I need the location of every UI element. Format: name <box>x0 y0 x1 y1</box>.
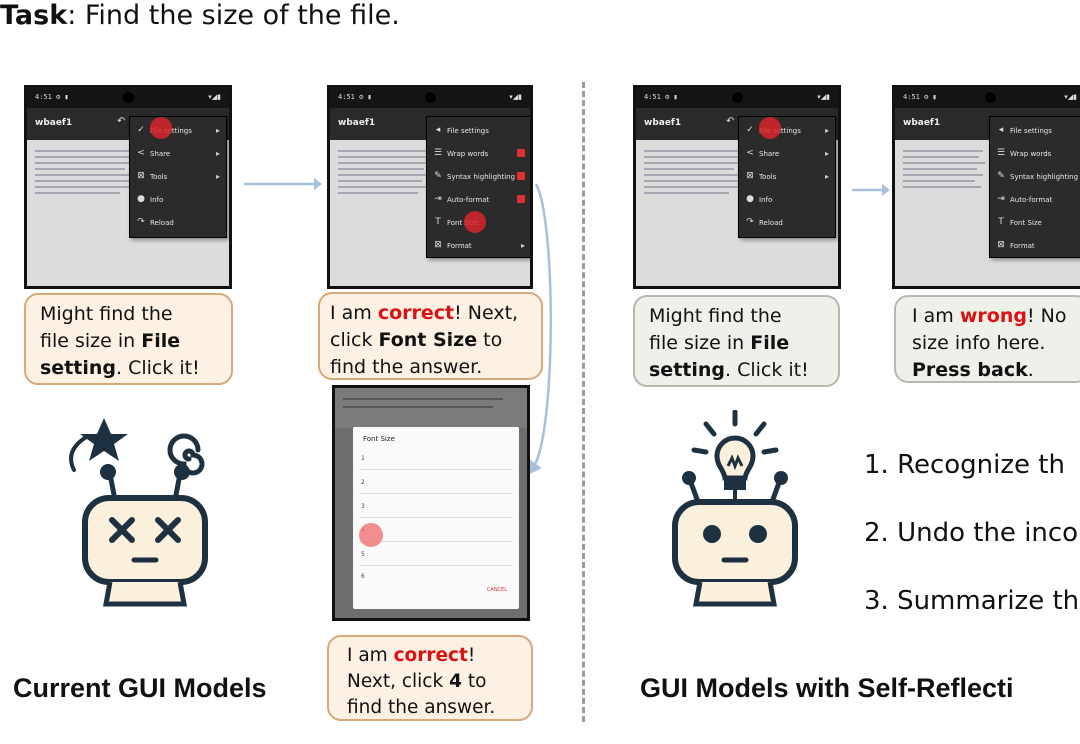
share-icon: < <box>137 148 145 158</box>
menu-item-syntax-highlighting[interactable]: ✎Syntax highlighting <box>427 165 530 188</box>
dialog-option[interactable]: 1 <box>361 455 365 462</box>
step-3: 3. Summarize th <box>864 586 1080 616</box>
submenu-header[interactable]: ◂File settings <box>427 119 530 142</box>
tap-indicator <box>759 117 781 139</box>
overflow-menu: ✓File settings▸ <Share▸ ⊠Tools▸ ●Info ↷R… <box>738 116 836 238</box>
lightbulb-robot-icon <box>672 410 798 607</box>
back-icon: ◂ <box>435 125 441 135</box>
checkbox-checked[interactable] <box>517 172 525 180</box>
phone-screenshot-file-menu: 4:51 ⚙ ▮▾◢▮ wbaef1↶ ✓File settings▸ <Sha… <box>633 85 841 289</box>
thought-bubble-4: Might find the file size in File setting… <box>633 295 840 387</box>
reload-icon: ↷ <box>137 217 145 227</box>
reload-icon: ↷ <box>746 217 754 227</box>
menu-item-reload[interactable]: ↷Reload <box>739 211 835 234</box>
file-settings-submenu: ◂File settings ☰Wrap words ✎Syntax highl… <box>426 116 530 258</box>
phone-screenshot-file-menu: 4:51 ⚙ ▮▾◢▮ wbaef1↶ ✓File settings▸ <Sha… <box>24 85 232 289</box>
confused-robot-icon <box>69 418 208 607</box>
check-icon: ✓ <box>746 125 754 135</box>
flow-arrow <box>852 184 890 196</box>
flow-arrow-curved <box>530 183 552 474</box>
fontsize-icon: T <box>435 217 441 227</box>
highlight-icon: ✎ <box>997 171 1005 181</box>
tap-indicator <box>150 117 172 139</box>
menu-item-auto-format[interactable]: ⇥Auto-format <box>990 188 1080 211</box>
back-icon: ◂ <box>998 125 1004 135</box>
menu-item-auto-format[interactable]: ⇥Auto-format <box>427 188 530 211</box>
app-title: wbaef1 <box>644 118 682 128</box>
dialog-title: Font Size <box>363 435 395 443</box>
thought-bubble-5: I am wrong! No size info here. Press bac… <box>894 295 1080 383</box>
wrap-icon: ☰ <box>996 148 1006 158</box>
menu-item-info[interactable]: ●Info <box>739 188 835 211</box>
dialog-option[interactable]: 6 <box>361 573 365 580</box>
menu-item-file-settings[interactable]: ✓File settings▸ <box>130 119 226 142</box>
format-icon: ⊠ <box>434 240 442 250</box>
format-icon: ⊠ <box>997 240 1005 250</box>
fontsize-icon: T <box>998 217 1004 227</box>
menu-item-wrap-words[interactable]: ☰Wrap words <box>427 142 530 165</box>
right-panel-label: GUI Models with Self-Reflecti <box>640 673 1014 703</box>
menu-item-tools[interactable]: ⊠Tools▸ <box>130 165 226 188</box>
app-title: wbaef1 <box>35 118 73 128</box>
checkbox-checked[interactable] <box>517 195 525 203</box>
checkbox-checked[interactable] <box>517 149 525 157</box>
menu-item-format[interactable]: ⊠Format <box>990 234 1080 257</box>
menu-item-share[interactable]: <Share▸ <box>130 142 226 165</box>
phone-screenshot-file-settings: 4:51 ⚙ ▮▾◢▮ wbaef1 ◂File settings ☰Wrap … <box>327 85 533 289</box>
dialog-option[interactable]: 2 <box>361 479 365 486</box>
menu-item-tools[interactable]: ⊠Tools▸ <box>739 165 835 188</box>
highlight-icon: ✎ <box>434 171 442 181</box>
autoformat-icon: ⇥ <box>997 194 1005 204</box>
tap-indicator <box>464 211 486 233</box>
app-title: wbaef1 <box>338 118 376 128</box>
step-2: 2. Undo the inco <box>864 518 1079 548</box>
menu-item-share[interactable]: <Share▸ <box>739 142 835 165</box>
menu-item-wrap-words[interactable]: ☰Wrap words <box>996 148 1052 158</box>
font-size-dialog: Font Size 1 2 3 4 5 6 CANCEL <box>353 427 519 609</box>
info-icon: ● <box>746 194 754 204</box>
menu-item-reload[interactable]: ↷Reload <box>130 211 226 234</box>
step-1: 1. Recognize th <box>864 450 1065 480</box>
autoformat-icon: ⇥ <box>434 194 442 204</box>
submenu-header[interactable]: ◂File settings <box>990 119 1080 142</box>
overflow-menu: ✓File settings▸ <Share▸ ⊠Tools▸ ●Info ↷R… <box>129 116 227 238</box>
dialog-option[interactable]: 5 <box>361 551 365 558</box>
left-panel-label: Current GUI Models <box>13 673 267 703</box>
share-icon: < <box>746 148 754 158</box>
thought-bubble-1: Might find the file size in File setting… <box>24 293 233 385</box>
task-heading: Task: Find the size of the file. <box>0 0 400 31</box>
flow-arrow <box>244 178 322 190</box>
check-icon: ✓ <box>137 125 145 135</box>
cancel-button[interactable]: CANCEL <box>486 587 507 593</box>
menu-item-syntax-highlighting[interactable]: ✎Syntax highlighting <box>990 165 1080 188</box>
tap-indicator <box>359 523 383 547</box>
thought-bubble-3: I am correct! Next, click 4 to find the … <box>327 635 533 721</box>
app-title: wbaef1 <box>903 118 941 128</box>
dialog-option[interactable]: 3 <box>361 503 365 510</box>
menu-item-info[interactable]: ●Info <box>130 188 226 211</box>
tools-icon: ⊠ <box>137 171 145 181</box>
thought-bubble-2: I am correct! Next, click Font Size to f… <box>318 292 543 380</box>
tools-icon: ⊠ <box>746 171 754 181</box>
info-icon: ● <box>137 194 145 204</box>
file-settings-submenu: ◂File settings ☰Wrap words ✎Syntax highl… <box>989 116 1080 258</box>
menu-item-file-settings[interactable]: ✓File settings▸ <box>739 119 835 142</box>
menu-item-format[interactable]: ⊠Format▸ <box>427 234 530 257</box>
phone-screenshot-file-settings: 4:51 ⚙ ▮▾◢▮ wbaef1 ◂File settings ☰Wrap … <box>892 85 1080 289</box>
panel-divider <box>582 82 585 722</box>
wrap-icon: ☰ <box>433 148 443 158</box>
